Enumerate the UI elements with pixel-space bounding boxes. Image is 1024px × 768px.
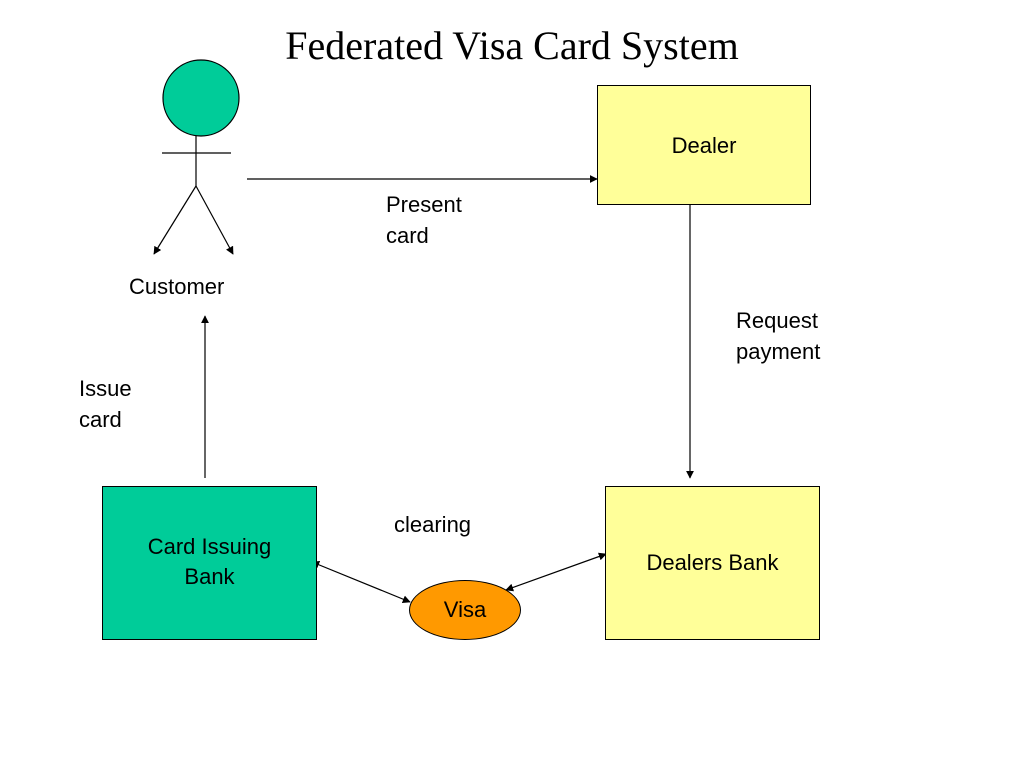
stick-figure-right-leg: [195, 185, 234, 255]
dealers-bank-label: Dealers Bank: [646, 550, 779, 575]
issue-card-label: Issue card: [79, 376, 132, 432]
issuing-bank-visa-arrow: [311, 561, 411, 603]
card-issuing-bank-box: Card Issuing Bank: [102, 486, 317, 640]
dealer-label: Dealer: [671, 133, 737, 158]
customer-label: Customer: [129, 274, 225, 299]
present-card-label: Present card: [386, 192, 462, 248]
visa-dealers-bank-arrow: [505, 552, 607, 592]
card-issuing-bank-label: Card Issuing Bank: [147, 534, 272, 589]
slide-title: Federated Visa Card System: [285, 23, 739, 68]
visa-label: Visa: [443, 597, 487, 622]
dealer-box: Dealer: [597, 85, 811, 205]
dealers-bank-box: Dealers Bank: [605, 486, 820, 640]
request-payment-label: Request payment: [736, 308, 821, 364]
stick-figure-left-leg: [153, 185, 197, 255]
stick-figure-icon: [153, 59, 240, 255]
clearing-label: clearing: [394, 512, 472, 537]
visa-ellipse: Visa: [409, 580, 521, 640]
stick-figure-head: [162, 59, 240, 137]
